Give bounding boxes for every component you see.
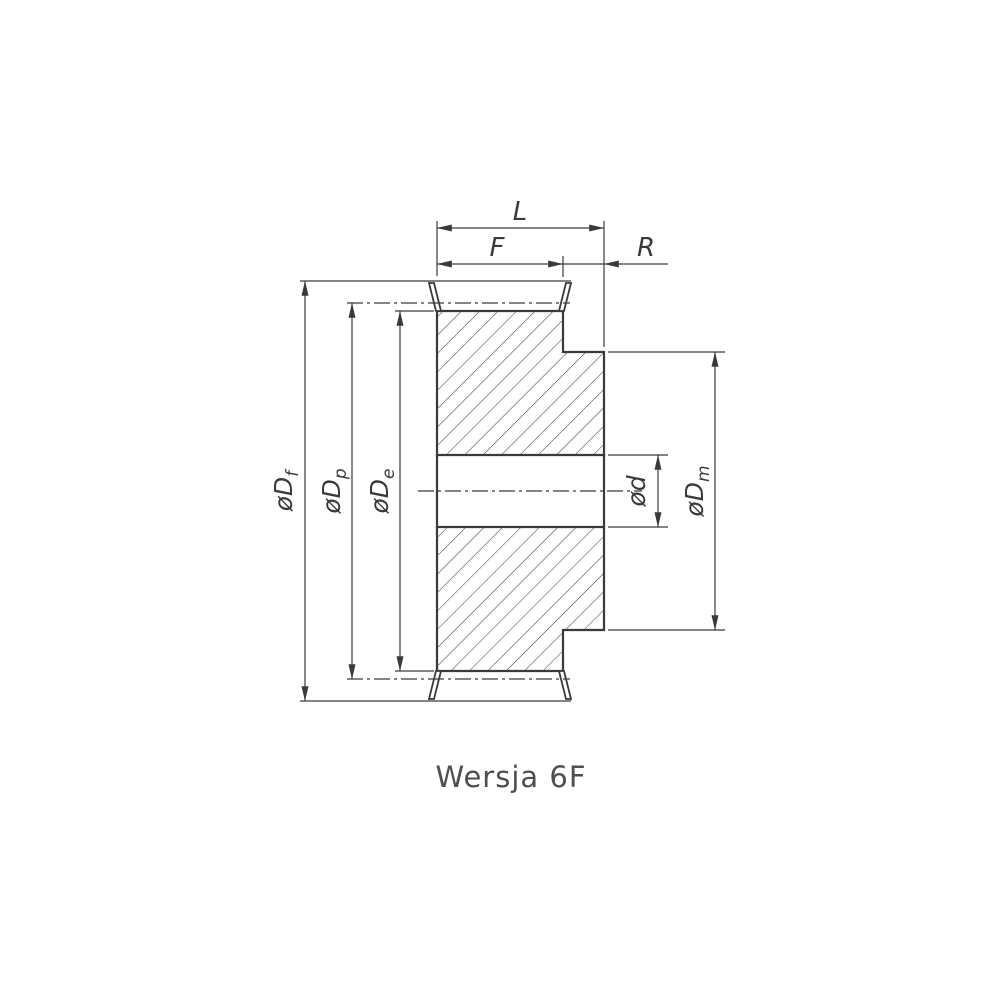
label-L: L: [513, 197, 528, 227]
label-F: F: [490, 233, 506, 263]
dimension-Dm: øDm: [608, 351, 725, 631]
flange-top-right: [557, 282, 573, 312]
caption-version: Wersja 6F: [435, 760, 586, 794]
label-d: ød: [622, 475, 651, 507]
dimension-F: F: [436, 233, 564, 277]
dimension-Df: øDf: [269, 280, 571, 702]
flange-bottom-left: [427, 670, 443, 700]
label-R: R: [637, 233, 655, 263]
label-Dp: øDp: [317, 468, 351, 515]
flange-bottom-right: [557, 670, 573, 700]
flange-top-left: [427, 282, 443, 312]
label-Dm: øDm: [680, 465, 714, 517]
dimension-L: L: [436, 197, 605, 347]
pulley-body-upper-section: [435, 309, 606, 457]
pulley-body-lower-section: [435, 525, 606, 673]
label-De: øDe: [365, 468, 399, 514]
dimension-Dp: øDp: [317, 302, 570, 680]
pulley-section-view: [418, 282, 642, 700]
dimension-De: øDe: [365, 310, 434, 672]
dimension-d: ød: [608, 454, 668, 528]
dimension-R: R: [563, 233, 668, 268]
label-Df: øDf: [269, 468, 303, 513]
